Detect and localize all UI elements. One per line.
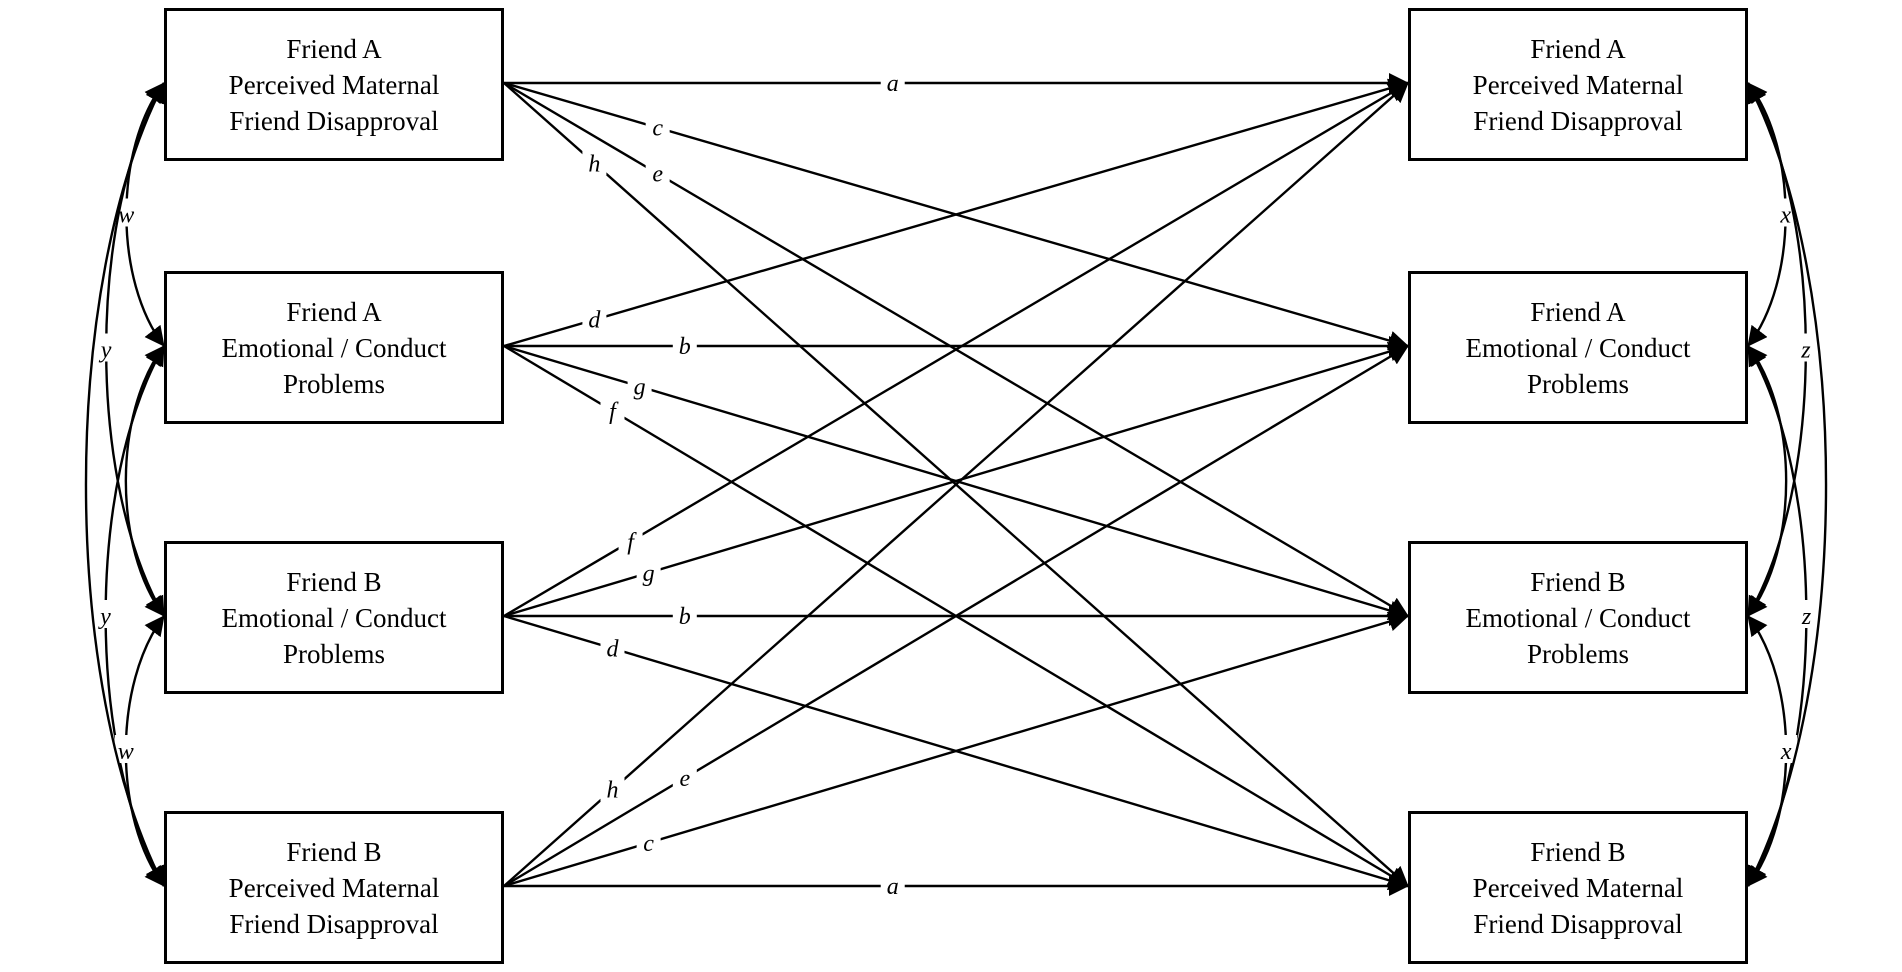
path-label-f-gap	[600, 394, 625, 423]
corr-label-y: y	[99, 338, 112, 364]
path-label-a: a	[887, 874, 899, 900]
node-line: Perceived Maternal	[228, 69, 440, 100]
node-line: Friend B	[286, 836, 382, 867]
corr-label-z-gap	[1794, 333, 1817, 362]
corr-label-z: z	[1800, 338, 1811, 364]
node-line: Problems	[282, 638, 385, 669]
path-label-e-gap	[672, 762, 697, 790]
correlation-arc-unlabeled	[1746, 82, 1828, 887]
node-line: Friend A	[286, 33, 382, 64]
node-t2-friend-a-maternal-disapproval: Friend A Perceived Maternal Friend Disap…	[1408, 8, 1748, 161]
corr-label-w-gap	[114, 735, 137, 763]
path-label-e-gap	[645, 157, 670, 186]
path-label-a-gap	[880, 870, 905, 898]
path-label-e: e	[679, 766, 690, 792]
node-line: Emotional / Conduct	[221, 602, 447, 633]
path-f-line	[503, 81, 1409, 618]
node-line: Problems	[1526, 638, 1629, 669]
path-label-d-gap	[600, 632, 625, 661]
path-label-d: d	[606, 636, 619, 662]
corr-label-z: z	[1801, 604, 1812, 630]
node-t2-friend-b-maternal-disapproval: Friend B Perceived Maternal Friend Disap…	[1408, 811, 1748, 964]
path-label-g: g	[634, 375, 646, 401]
path-label-a-gap	[880, 67, 905, 95]
node-line: Friend B	[1530, 836, 1626, 867]
node-line: Problems	[282, 368, 385, 399]
corr-label-x: x	[1780, 739, 1792, 765]
node-line: Friend A	[1530, 296, 1626, 327]
node-t2-friend-b-emotional-conduct: Friend B Emotional / Conduct Problems	[1408, 541, 1748, 694]
corr-label-w: w	[118, 203, 134, 229]
path-label-h: h	[588, 151, 600, 177]
path-label-b-gap	[672, 600, 697, 628]
node-line: Friend A	[286, 296, 382, 327]
path-label-g: g	[643, 561, 655, 587]
corr-label-y-gap	[95, 333, 118, 362]
corr-label-y: y	[98, 604, 111, 630]
regression-paths	[503, 73, 1409, 896]
path-label-c-gap	[636, 826, 661, 855]
path-label-f: f	[609, 399, 619, 425]
node-line: Friend A	[1530, 33, 1626, 64]
path-label-e: e	[652, 162, 663, 188]
node-line: Friend Disapproval	[229, 105, 439, 136]
path-e-line	[503, 344, 1409, 888]
node-line: Emotional / Conduct	[1465, 332, 1691, 363]
node-line: Emotional / Conduct	[221, 332, 447, 363]
path-label-b: b	[679, 334, 691, 360]
corr-label-y-gap	[94, 600, 117, 628]
path-label-c-gap	[645, 111, 670, 140]
path-h-line	[503, 82, 1409, 887]
path-label-f: f	[627, 529, 637, 555]
path-label-h-gap	[582, 147, 607, 176]
path-label-c: c	[652, 116, 663, 142]
path-label-h-gap	[600, 773, 625, 802]
path-label-f-gap	[618, 525, 643, 554]
path-label-b: b	[679, 604, 691, 630]
node-line: Perceived Maternal	[1472, 69, 1684, 100]
node-line: Friend Disapproval	[1473, 908, 1683, 939]
path-label-d: d	[588, 308, 601, 334]
node-line: Perceived Maternal	[228, 872, 440, 903]
node-line: Friend Disapproval	[1473, 105, 1683, 136]
node-line: Emotional / Conduct	[1465, 602, 1691, 633]
corr-label-z-gap	[1795, 600, 1818, 628]
path-d-line	[503, 78, 1409, 348]
corr-label-x: x	[1779, 203, 1791, 229]
path-label-g-gap	[627, 370, 652, 399]
path-label-b-gap	[672, 330, 697, 358]
corr-label-x-gap	[1775, 735, 1798, 763]
path-label-a: a	[887, 71, 899, 97]
correlation-arcs: w y y w x z z x	[84, 82, 1828, 887]
node-line: Friend B	[286, 566, 382, 597]
node-line: Perceived Maternal	[1472, 872, 1684, 903]
corr-label-w: w	[118, 739, 134, 765]
path-label-h: h	[606, 778, 618, 804]
node-t1-friend-b-maternal-disapproval: Friend B Perceived Maternal Friend Disap…	[164, 811, 504, 964]
node-t1-friend-a-maternal-disapproval: Friend A Perceived Maternal Friend Disap…	[164, 8, 504, 161]
node-t2-friend-a-emotional-conduct: Friend A Emotional / Conduct Problems	[1408, 271, 1748, 424]
path-label-c: c	[643, 831, 654, 857]
node-line: Friend B	[1530, 566, 1626, 597]
node-line: Friend Disapproval	[229, 908, 439, 939]
node-line: Problems	[1526, 368, 1629, 399]
node-t1-friend-b-emotional-conduct: Friend B Emotional / Conduct Problems	[164, 541, 504, 694]
path-label-d-gap	[582, 303, 607, 332]
correlation-arc-unlabeled	[84, 82, 166, 887]
path-label-g-gap	[636, 556, 661, 585]
node-t1-friend-a-emotional-conduct: Friend A Emotional / Conduct Problems	[164, 271, 504, 424]
